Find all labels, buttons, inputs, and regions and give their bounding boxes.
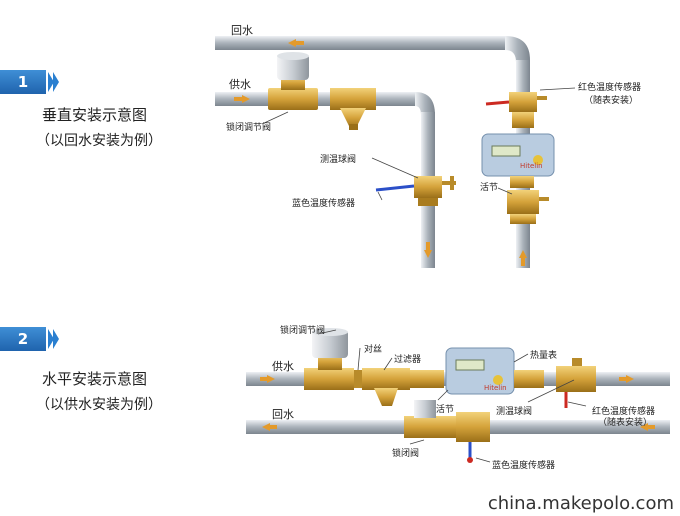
y-filter-h [354, 368, 410, 406]
label-ball-valve-h: 测温球阀 [496, 407, 533, 417]
blue-temperature-sensor [375, 184, 415, 192]
temperature-ball-valve-h [556, 358, 596, 408]
label-filter: 过滤器 [394, 355, 422, 365]
watermark: china.makepolo.com [487, 493, 674, 514]
label-heat-meter: 热量表 [530, 351, 558, 361]
meter-brand: Hitelin [520, 162, 543, 170]
label-lock-valve: 锁闭调节阀 [226, 123, 272, 133]
label-return-water: 回水 [231, 24, 253, 37]
leader-lines [261, 87, 576, 201]
y-filter [330, 88, 376, 130]
label-blue-sensor-h: 蓝色温度传感器 [492, 461, 556, 471]
section-2-title: 水平安装示意图 [42, 370, 148, 388]
label-union-h: 活节 [436, 405, 455, 415]
label-red-sensor-h: 红色温度传感器 [592, 407, 656, 417]
chevron-icon [53, 72, 59, 92]
section-1-badge: 1 [0, 70, 59, 94]
heat-meter-h [410, 347, 544, 395]
label-supply-water-h: 供水 [272, 360, 294, 373]
label-red-sensor-note: （随表安装） [584, 96, 639, 106]
lock-valve-return [404, 400, 490, 463]
label-red-sensor: 红色温度传感器 [578, 83, 642, 93]
chevron-icon [48, 329, 54, 349]
chevron-icon [53, 329, 59, 349]
section-2-number: 2 [0, 327, 46, 351]
temperature-ball-valve [414, 176, 456, 206]
meter-brand-h: Hitelin [484, 384, 507, 392]
label-supply-water: 供水 [229, 78, 251, 91]
section-1-title: 垂直安装示意图 [42, 106, 148, 124]
flow-arrow-icon [234, 39, 527, 266]
label-union: 活节 [480, 183, 499, 193]
union-fitting [507, 190, 549, 224]
supply-pipe-vertical [215, 92, 435, 268]
section-1-subtitle: （以回水安装为例） [36, 133, 162, 149]
lock-regulating-valve [268, 52, 318, 110]
red-temperature-sensor [485, 92, 547, 128]
flow-arrow-icon [260, 375, 655, 431]
label-return-water-h: 回水 [272, 408, 294, 421]
label-blue-sensor: 蓝色温度传感器 [292, 199, 356, 209]
section-2-subtitle: （以供水安装为例） [36, 397, 162, 413]
leader-lines-2 [317, 329, 587, 463]
section-2-badge: 2 [0, 327, 59, 351]
label-lock-valve-return: 锁闭阀 [392, 449, 420, 459]
label-red-sensor-note-h: （随表安装） [598, 418, 653, 428]
label-ball-valve: 测温球阀 [320, 155, 357, 165]
chevron-icon [48, 72, 54, 92]
label-pair-wire: 对丝 [364, 345, 383, 355]
heat-meter [481, 133, 555, 188]
section-1-number: 1 [0, 70, 46, 94]
label-lock-valve-h: 锁闭调节阀 [280, 326, 326, 336]
lock-regulating-valve-h [304, 328, 354, 390]
